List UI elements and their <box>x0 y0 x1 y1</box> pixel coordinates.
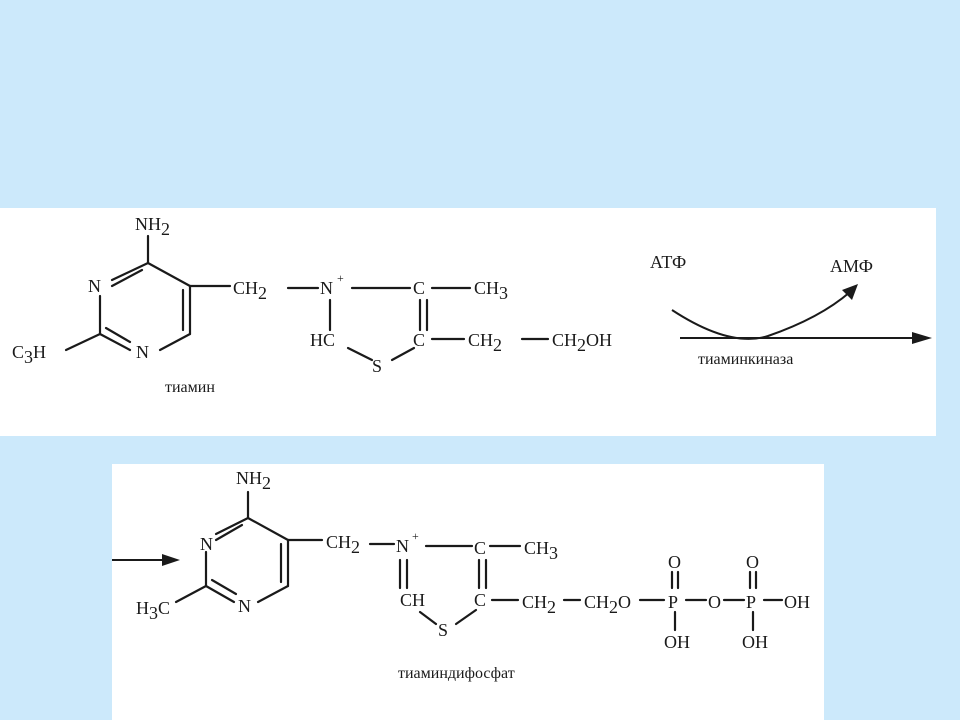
ring-n1: N <box>88 276 101 296</box>
bridge-oxygen-label: O <box>708 592 721 612</box>
c-bottom-label: C <box>474 590 486 610</box>
thiamine-structure: NH2 N N C3H CH2 N + C CH3 HC C S <box>12 214 932 396</box>
ch2a-label: CH2 <box>468 330 502 355</box>
ring-bond <box>256 584 290 604</box>
ch3-label: CH3 <box>524 538 558 563</box>
ring-bond <box>214 516 250 536</box>
c-top-label: C <box>413 278 425 298</box>
ring-bond <box>418 610 438 626</box>
ring-double-bond <box>214 523 244 542</box>
c-bottom-label: C <box>413 330 425 350</box>
ring-double-bond <box>210 578 238 596</box>
n-plus-label: N <box>320 278 333 298</box>
incoming-arrowhead <box>162 554 180 566</box>
atf-label: АТФ <box>650 252 686 272</box>
ch2o-label: CH2O <box>584 592 631 617</box>
p2-oh-label: OH <box>742 632 768 652</box>
ch3-label: CH3 <box>474 278 508 303</box>
ch2-link-label: CH2 <box>326 532 360 557</box>
p2-oxo-label: O <box>746 552 759 572</box>
amf-arrowhead <box>842 284 858 300</box>
ring-bond <box>146 261 192 288</box>
p1-oxo-label: O <box>668 552 681 572</box>
ring-bond <box>346 346 374 362</box>
ch2oh-label: CH2OH <box>552 330 612 355</box>
h3c-label: H3C <box>136 598 170 623</box>
thiamine-diphosphate-structure: NH2 N N H3C CH2 N + C CH3 CH C <box>112 468 810 682</box>
ring-double-bond <box>104 326 132 344</box>
ring-n1: N <box>200 534 213 554</box>
ring-bond <box>204 584 236 604</box>
thiamine-diphosphate-panel: NH2 N N H3C CH2 N + C CH3 CH C <box>112 464 824 720</box>
c-top-label: C <box>474 538 486 558</box>
c3h-label: C3H <box>12 342 46 367</box>
thiamine-caption: тиамин <box>165 379 215 396</box>
plus-charge: + <box>412 529 419 543</box>
cofactor-curve <box>671 291 851 340</box>
ring-bond <box>390 346 416 362</box>
p2-label: P <box>746 592 756 612</box>
ch2-link-label: CH2 <box>233 278 267 303</box>
thiamine-diphosphate-caption: тиаминдифосфат <box>398 665 515 682</box>
reaction-arrowhead <box>912 332 932 344</box>
continuation-arrow <box>0 464 112 664</box>
n-plus-label: N <box>396 536 409 556</box>
enzyme-label: тиаминкиназа <box>698 351 793 368</box>
hc-label: HC <box>310 330 335 350</box>
ch2a-label: CH2 <box>522 592 556 617</box>
ring-n2: N <box>238 596 251 616</box>
c3h-bond <box>64 332 102 352</box>
ring-bond <box>98 332 132 352</box>
s-label: S <box>438 620 448 640</box>
ring-bond <box>246 516 290 542</box>
nh2-label: NH2 <box>236 468 271 493</box>
s-label: S <box>372 356 382 376</box>
plus-charge: + <box>337 271 344 285</box>
ring-n2: N <box>136 342 149 362</box>
p2-oh-right-label: OH <box>784 592 810 612</box>
ring-bond <box>110 261 150 282</box>
nh2-label: NH2 <box>135 214 170 239</box>
ring-bond <box>454 608 478 626</box>
h3c-bond <box>174 584 208 604</box>
ring-double-bond <box>110 268 144 288</box>
ch-label: CH <box>400 590 425 610</box>
p1-label: P <box>668 592 678 612</box>
ring-bond <box>158 332 192 352</box>
p1-oh-label: OH <box>664 632 690 652</box>
amf-label: АМФ <box>830 256 873 276</box>
thiamine-panel: NH2 N N C3H CH2 N + C CH3 HC C S <box>0 208 936 436</box>
